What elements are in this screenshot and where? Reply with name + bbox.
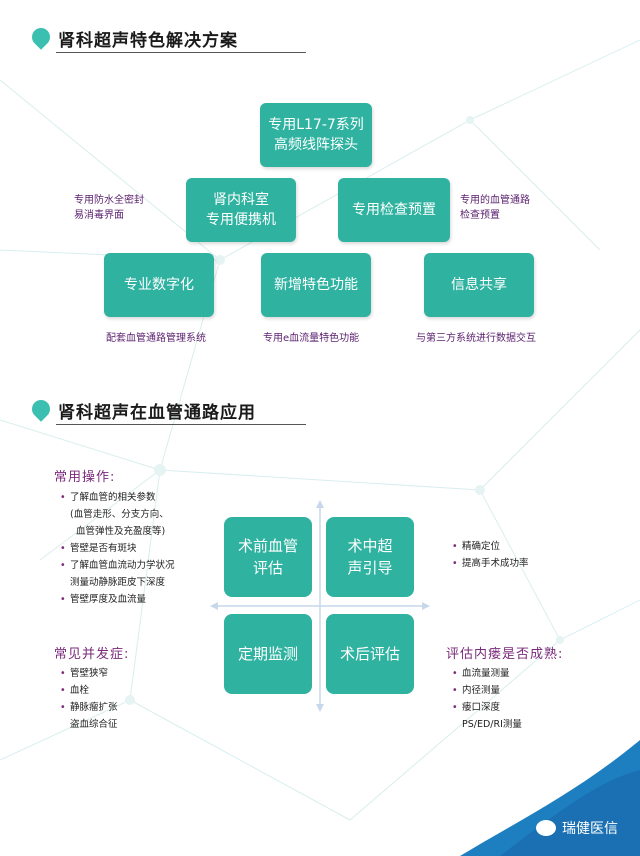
list-item: 提高手术成功率: [452, 555, 529, 572]
monitoring-box: 定期监测: [224, 614, 312, 694]
probe-box: 专用L17-7系列 高频线阵探头: [260, 103, 372, 167]
section-header-vascular: 肾科超声在血管通路应用: [28, 396, 306, 430]
watermark: 瑞健医信: [536, 818, 618, 838]
list-item: 精确定位: [452, 538, 529, 555]
title-underline: [56, 424, 306, 425]
note-management-system: 配套血管通路管理系统: [106, 333, 206, 344]
list-item: 血流量测量: [452, 665, 522, 682]
watermark-text: 瑞健医信: [562, 821, 618, 837]
list-item: PS/ED/RI测量: [462, 719, 522, 730]
fistula-list: 血流量测量 内径测量 瘘口深度 PS/ED/RI测量: [452, 665, 522, 733]
list-item: 静脉瘤扩张: [60, 699, 118, 716]
quadrant-axes: [210, 500, 430, 712]
section-header-solutions: 肾科超声特色解决方案: [28, 24, 306, 58]
preset-box: 专用检查预置: [338, 178, 450, 242]
postop-box: 术后评估: [326, 614, 414, 694]
list-item: 血栓: [60, 682, 118, 699]
pin-icon: [28, 396, 54, 422]
pin-icon: [28, 24, 54, 50]
info-share-box: 信息共享: [424, 253, 534, 317]
complications-list: 管壁狭窄 血栓 静脉瘤扩张 盗血综合征: [60, 665, 118, 733]
list-item: 盗血综合征: [70, 719, 118, 730]
new-feature-box: 新增特色功能: [261, 253, 371, 317]
note-waterproof: 专用防水全密封 易消毒界面: [74, 195, 144, 221]
list-item: 了解血管血流动力学状况: [60, 557, 175, 574]
note-data-exchange: 与第三方系统进行数据交互: [416, 333, 536, 344]
list-item: 内径测量: [452, 682, 522, 699]
fistula-title: 评估内瘘是否成熟:: [446, 647, 564, 662]
note-vascular-preset: 专用的血管通路 检查预置: [460, 195, 530, 221]
preop-box: 术前血管 评估: [224, 517, 312, 597]
list-item: 管壁狭窄: [60, 665, 118, 682]
list-item: 了解血管的相关参数: [60, 489, 175, 506]
list-item: (血管走形、分支方向、: [70, 509, 169, 520]
complications-title: 常见并发症:: [54, 647, 130, 662]
digital-box: 专业数字化: [104, 253, 214, 317]
title-underline: [56, 52, 306, 53]
common-ops-title: 常用操作:: [54, 470, 116, 485]
list-item: 管壁是否有斑块: [60, 540, 175, 557]
portable-unit-box: 肾内科室 专用便携机: [186, 178, 296, 242]
note-eflow: 专用e血流量特色功能: [263, 333, 360, 344]
guide-list: 精确定位 提高手术成功率: [452, 538, 529, 572]
list-item: 测量动静脉距皮下深度: [70, 577, 166, 588]
list-item: 管壁厚度及血流量: [60, 591, 175, 608]
wechat-icon: [536, 820, 556, 836]
list-item: 瘘口深度: [452, 699, 522, 716]
section-title: 肾科超声特色解决方案: [58, 31, 238, 51]
section-title: 肾科超声在血管通路应用: [58, 403, 256, 423]
common-ops-list: 了解血管的相关参数 (血管走形、分支方向、 血管弹性及充盈度等) 管壁是否有斑块…: [60, 489, 175, 608]
list-item: 血管弹性及充盈度等): [76, 526, 166, 537]
intraop-box: 术中超 声引导: [326, 517, 414, 597]
